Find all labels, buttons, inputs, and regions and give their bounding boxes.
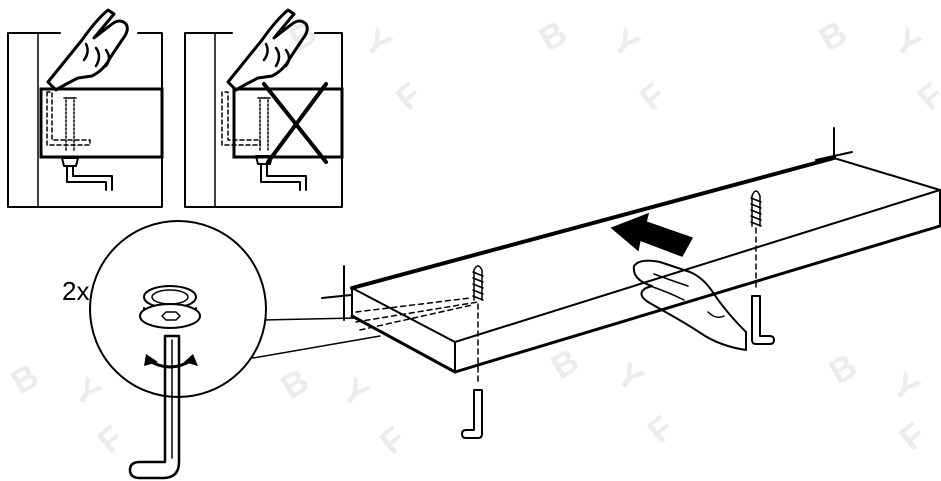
allen-key-icon — [128, 334, 181, 480]
allen-key-icon — [461, 389, 483, 439]
shelf-back-edge — [350, 156, 836, 290]
panel-frame — [184, 32, 343, 208]
watermark-letter: Y — [887, 21, 928, 65]
rotate-arrow-icon — [144, 354, 198, 369]
watermark-letter: B — [275, 362, 315, 407]
pointing-hand-icon — [46, 8, 129, 92]
shelf-front-bottom-edge — [453, 224, 941, 374]
watermark-letter: F — [911, 76, 941, 118]
watermark-letter: Y — [885, 365, 926, 409]
bracket-hidden-line — [355, 297, 479, 331]
callout-leader — [262, 317, 356, 321]
panel-frame — [7, 32, 163, 208]
screw-icon — [257, 97, 271, 151]
watermark-letter: F — [641, 409, 681, 451]
cross-mark-icon — [262, 82, 328, 164]
bushing-fitting — [139, 285, 201, 329]
watermark-letter: F — [91, 419, 131, 461]
callout-detail: 2x — [62, 220, 381, 480]
watermark-letter: B — [533, 14, 573, 59]
shelf-side-top-edge — [351, 287, 456, 343]
shelf-front-top-edge — [454, 189, 941, 343]
shelf-assembly — [321, 127, 941, 439]
watermark-letter: Y — [605, 21, 646, 65]
watermark-letter: B — [823, 347, 863, 392]
callout-leader — [252, 335, 381, 359]
push-arrow-icon — [610, 212, 694, 257]
watermark-letter: F — [893, 416, 933, 458]
watermark-letter: B — [813, 14, 853, 59]
watermark-letter: F — [373, 420, 413, 462]
pointing-hand-icon — [226, 8, 309, 92]
watermark-letter: B — [5, 357, 45, 402]
screw-icon — [750, 190, 762, 227]
shelf-section — [39, 87, 164, 159]
shelf-side-bottom-edge — [350, 314, 457, 374]
watermark-letter: Y — [357, 21, 398, 65]
watermark-letter: F — [633, 76, 673, 118]
detail-panel-incorrect — [184, 8, 344, 208]
pushing-hand-icon — [632, 259, 747, 351]
screw-icon — [472, 265, 484, 301]
watermark-letter: F — [389, 76, 429, 118]
watermark-letter: Y — [67, 370, 108, 414]
shelf-section — [232, 87, 344, 159]
watermark-letter: Y — [335, 370, 376, 414]
detail-panel-correct — [7, 8, 164, 208]
quantity-label: 2x — [62, 276, 89, 306]
bracket-hidden-outline — [46, 91, 91, 146]
watermark-letter: Y — [609, 355, 650, 399]
allen-key-icon — [255, 155, 307, 191]
watermark-letter: B — [545, 342, 585, 387]
allen-key-icon — [751, 295, 775, 345]
allen-key-icon — [61, 157, 113, 191]
bracket-hidden-outline — [221, 91, 261, 146]
screw-icon — [63, 97, 77, 151]
